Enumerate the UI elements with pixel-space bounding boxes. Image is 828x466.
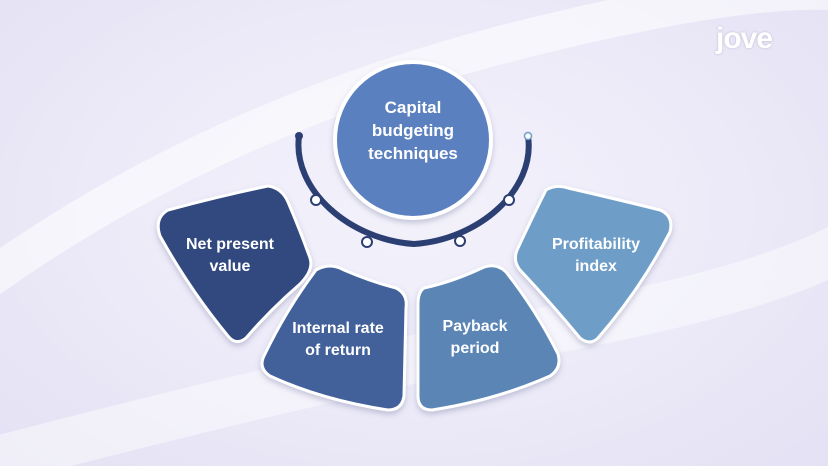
- arc-end-dot-right: [523, 131, 533, 141]
- label-profitability-line-2: index: [575, 258, 617, 275]
- segment-internal-rate-of-return: [260, 264, 408, 412]
- segment-profitability-index: [513, 184, 673, 344]
- label-net-present-value: Net present value: [170, 234, 290, 278]
- label-payback-line-2: period: [450, 340, 500, 357]
- center-label: Capital budgeting techniques: [343, 96, 483, 165]
- label-internal-rate-line-1: Internal rate: [292, 320, 384, 337]
- label-profitability-index: Profitability index: [536, 234, 656, 278]
- connector-arc: [295, 133, 532, 248]
- arc-node-3: [454, 235, 466, 247]
- center-label-line-3: techniques: [368, 144, 458, 163]
- center-label-line-1: Capital: [384, 98, 442, 117]
- arc-node-2: [361, 236, 373, 248]
- center-label-line-2: budgeting: [371, 121, 455, 140]
- center-circle-fill: [337, 64, 489, 216]
- label-net-present-value-line-1: Net present: [185, 236, 275, 253]
- label-internal-rate-line-2: of return: [305, 342, 371, 359]
- segment-payback-period: [416, 264, 561, 412]
- arc-node-4: [503, 194, 515, 206]
- jove-logo: jove: [716, 22, 773, 55]
- label-payback-period: Payback period: [420, 316, 530, 360]
- label-profitability-line-1: Profitability: [551, 236, 640, 253]
- label-internal-rate-of-return: Internal rate of return: [278, 318, 398, 362]
- arc-node-1: [310, 194, 322, 206]
- arc-end-dot-left: [295, 132, 303, 140]
- label-payback-line-1: Payback: [442, 318, 508, 335]
- label-net-present-value-line-2: value: [209, 258, 251, 275]
- segment-net-present-value: [156, 184, 313, 343]
